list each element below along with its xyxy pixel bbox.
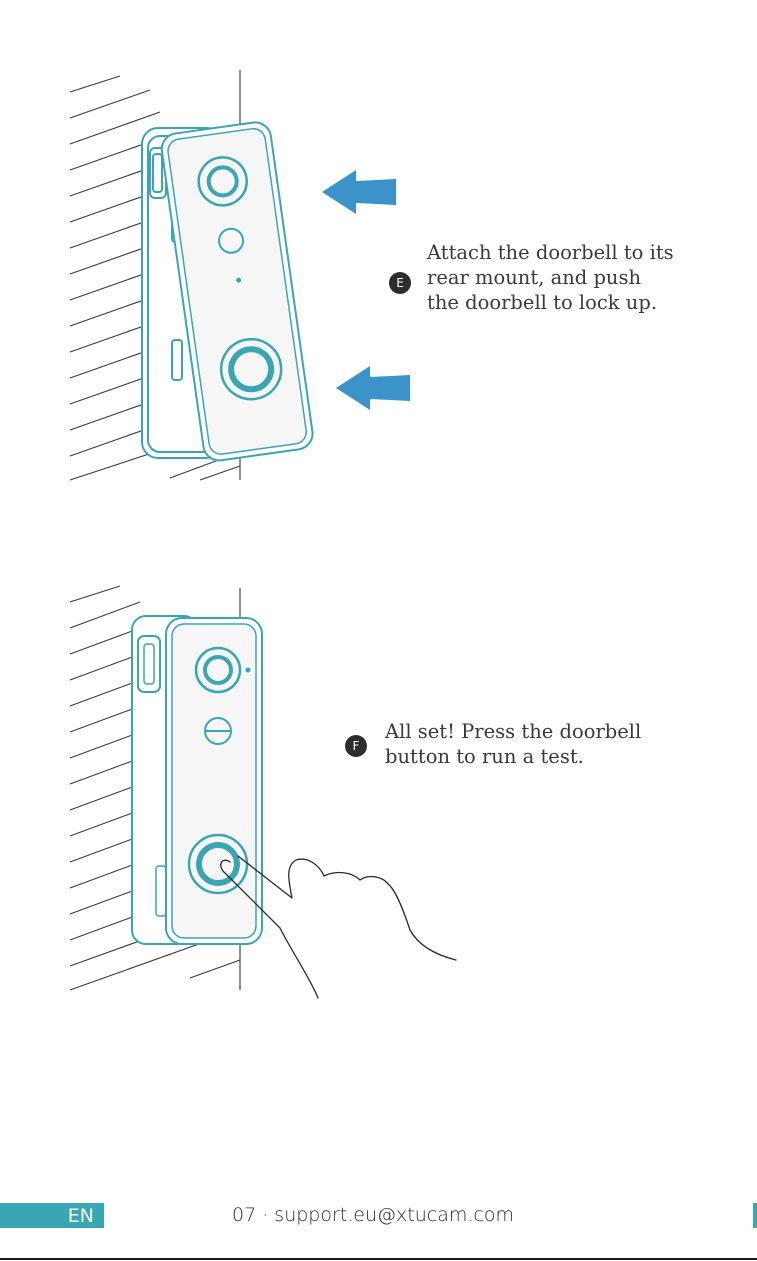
bottom-rule: [0, 1258, 757, 1260]
doorbell-mounted: [132, 616, 262, 944]
push-arrow-bottom: [336, 366, 410, 410]
step-e-line-1: Attach the doorbell to its: [427, 240, 674, 265]
step-e-instructions: Attach the doorbell to its rear mount, a…: [427, 240, 674, 315]
step-e-illustration: [60, 70, 420, 490]
step-e-line-3: the doorbell to lock up.: [427, 290, 674, 315]
step-f-line-1: All set! Press the doorbell: [385, 719, 641, 744]
step-badge-f: F: [345, 735, 367, 757]
step-f-instructions: All set! Press the doorbell button to ru…: [385, 719, 641, 769]
step-f-illustration: [60, 580, 480, 1000]
step-badge-e: E: [389, 272, 411, 294]
page-edge-marker: [753, 1203, 757, 1228]
step-e-line-2: rear mount, and push: [427, 265, 674, 290]
language-tab: EN: [0, 1203, 104, 1228]
push-arrow-top: [322, 170, 396, 214]
step-f-line-2: button to run a test.: [385, 744, 641, 769]
page-footer-text: 07 · support.eu@xtucam.com: [232, 1203, 514, 1228]
